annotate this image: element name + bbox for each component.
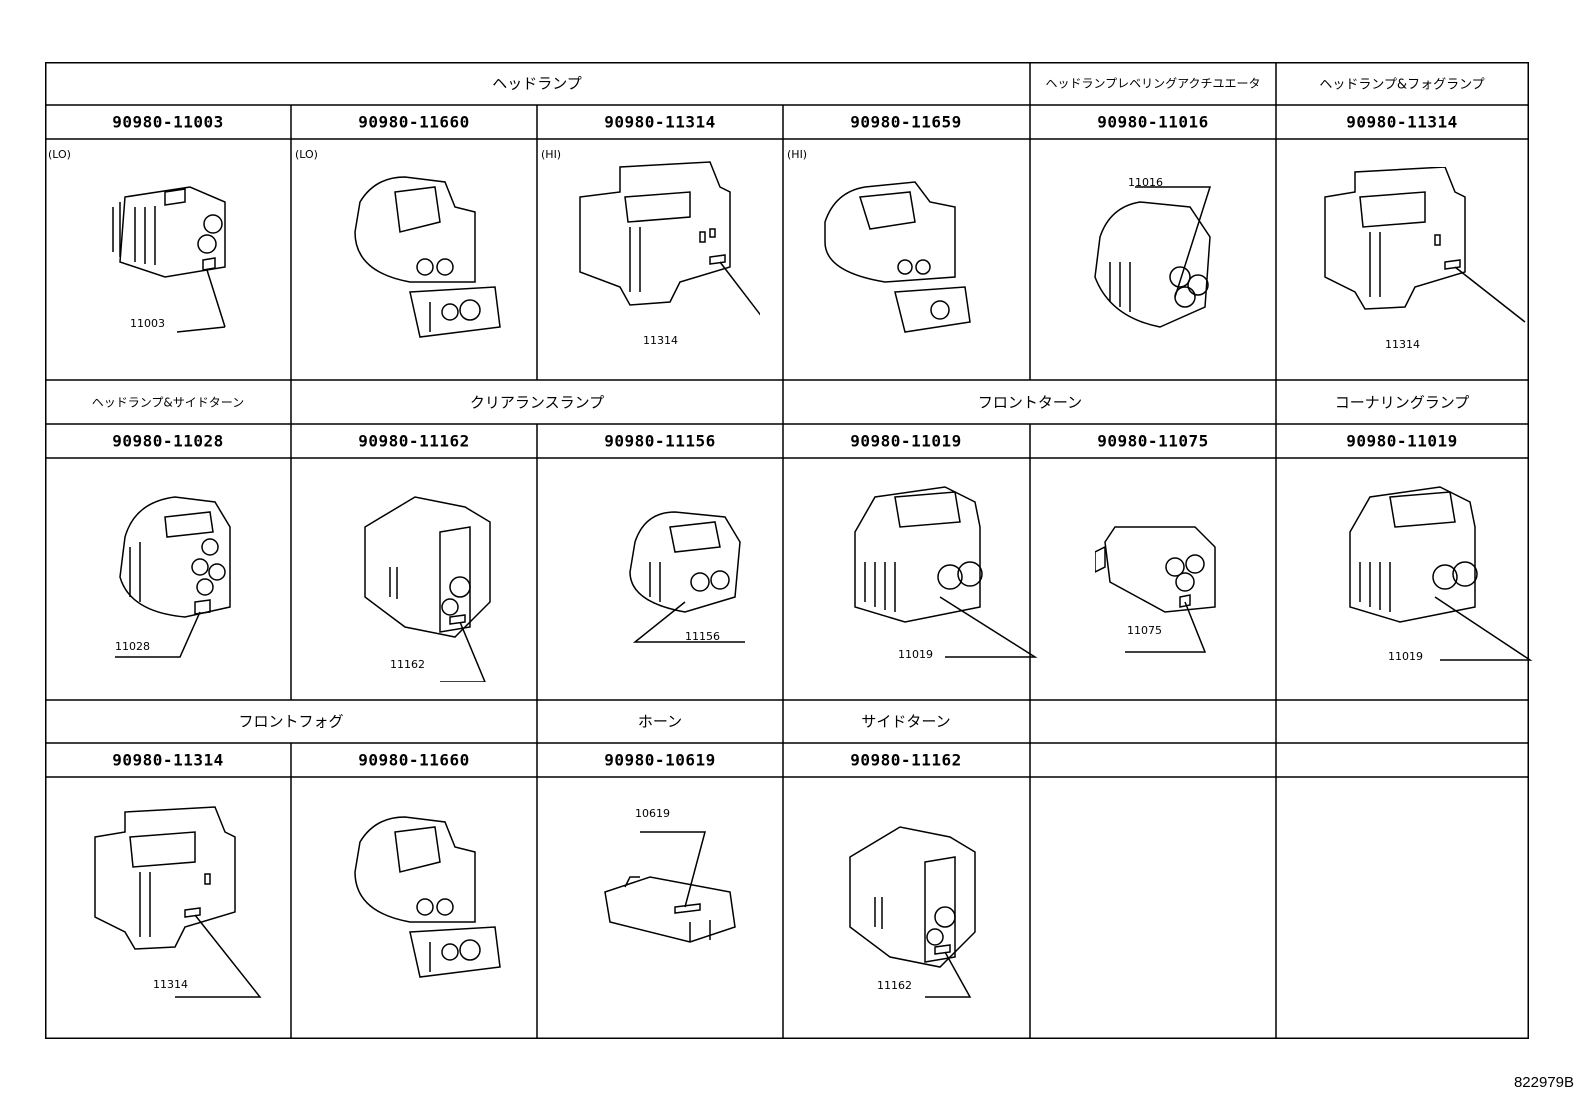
connector-drawing (1095, 526, 1216, 653)
connector-drawing (854, 486, 1038, 658)
header-cornering-lamp: コーナリングランプ (1334, 393, 1470, 412)
callout-label: 11162 (877, 979, 912, 992)
figure-id: 822979B (1513, 1074, 1574, 1091)
part-number: 90980-11162 (850, 750, 962, 770)
callout-label: 11075 (1127, 624, 1162, 637)
part-number: 90980-11156 (604, 431, 716, 451)
part-number: 90980-11016 (1097, 112, 1209, 132)
header-horn: ホーン (637, 712, 683, 731)
callout-label: 11019 (1388, 650, 1423, 663)
part-number: 90980-11314 (1346, 112, 1458, 132)
part-number: 90980-11659 (850, 112, 962, 132)
connector-drawing (364, 496, 491, 682)
callout-label: 11019 (898, 648, 933, 661)
part-number: 90980-11075 (1097, 431, 1209, 451)
header-headlamp-side-turn: ヘッドランプ&サイドターン (91, 395, 245, 410)
callout-label: 11016 (1128, 176, 1163, 189)
part-number: 90980-11314 (604, 112, 716, 132)
callout-label: 11162 (390, 658, 425, 671)
callout-label: 10619 (635, 807, 670, 820)
part-number: 90980-11019 (850, 431, 962, 451)
callout-label: 11156 (685, 630, 720, 643)
header-leveling-actuator: ヘッドランプレベリングアクチユエータ (1045, 76, 1261, 91)
connector-drawing (1094, 186, 1212, 328)
connector-drawing (824, 181, 971, 333)
part-number: 90980-10619 (604, 750, 716, 770)
connector-drawing (629, 511, 745, 643)
connector-drawing (115, 496, 231, 658)
callout-label: 11028 (115, 640, 150, 653)
callout-label: 11003 (130, 317, 165, 330)
connector-drawing (604, 831, 736, 943)
header-headlamp: ヘッドランプ (492, 74, 582, 93)
position-label: (LO) (295, 148, 318, 161)
part-number: 90980-11019 (1346, 431, 1458, 451)
header-headlamp-fog: ヘッドランプ&フォグランプ (1319, 77, 1485, 93)
part-number: 90980-11660 (358, 112, 470, 132)
connector-drawing (354, 176, 501, 338)
part-number: 90980-11028 (112, 431, 224, 451)
connector-drawing (579, 161, 760, 316)
connector-drawing (112, 186, 226, 333)
connector-drawing (849, 826, 976, 998)
position-label: (LO) (48, 148, 71, 161)
connector-drawing (354, 816, 501, 978)
header-front-fog: フロントフォグ (238, 712, 344, 731)
callout-label: 11314 (1385, 338, 1420, 351)
connector-drawing (1349, 486, 1533, 661)
callout-label: 11314 (643, 334, 678, 347)
header-front-turn: フロントターン (977, 393, 1083, 412)
position-label: (HI) (787, 148, 808, 161)
part-number: 90980-11314 (112, 750, 224, 770)
part-number: 90980-11660 (358, 750, 470, 770)
connector-table: ヘッドランプ ヘッドランプレベリングアクチユエータ ヘッドランプ&フォグランプ … (45, 62, 1533, 1039)
position-label: (HI) (541, 148, 562, 161)
part-number: 90980-11162 (358, 431, 470, 451)
callout-label: 11314 (153, 978, 188, 991)
connector-drawing (94, 806, 262, 998)
part-number: 90980-11003 (112, 112, 224, 132)
connector-drawing (1324, 167, 1526, 323)
table-grid (45, 62, 1529, 1039)
header-side-turn: サイドターン (861, 712, 951, 731)
header-clearance-lamp: クリアランスランプ (469, 393, 605, 412)
